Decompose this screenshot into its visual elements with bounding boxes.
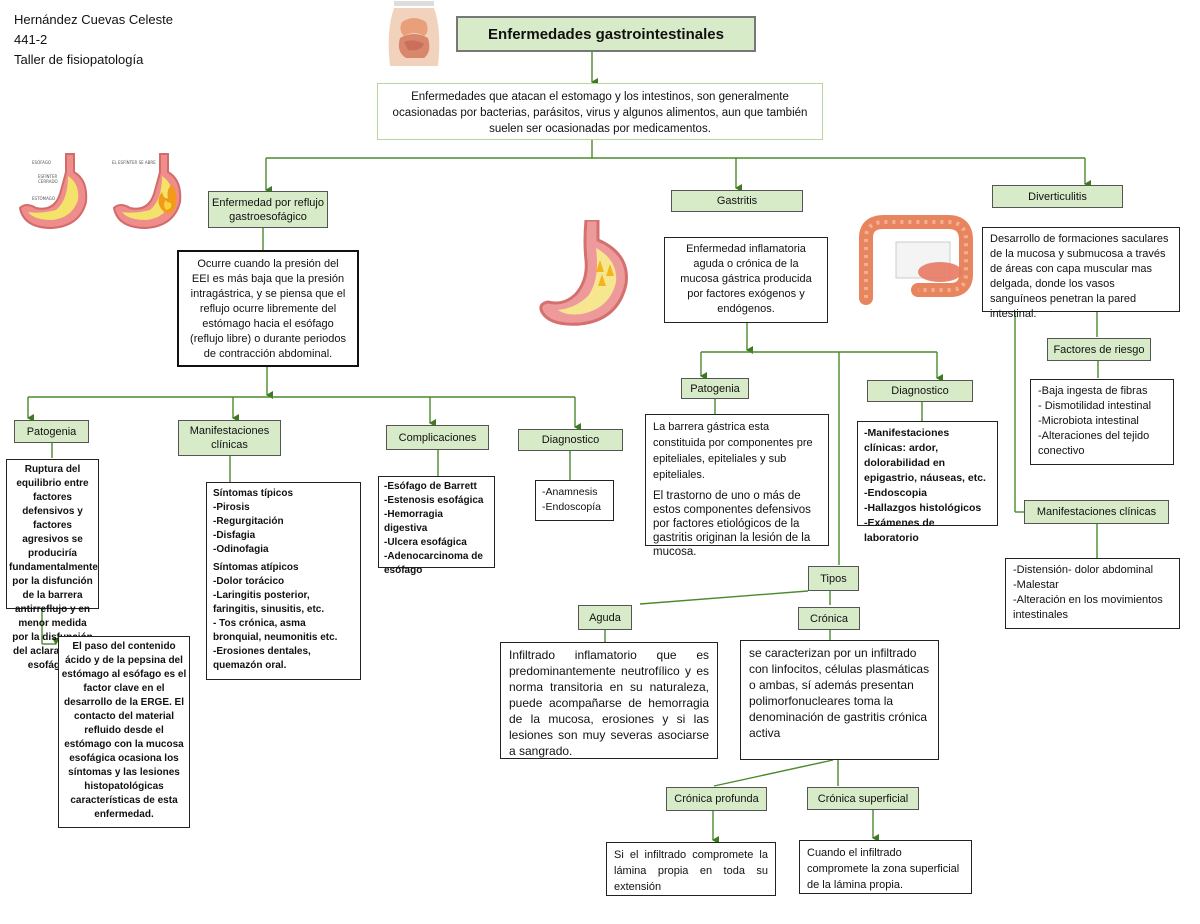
author-name: Hernández Cuevas Celeste [14, 12, 173, 27]
gastritis-definition: Enfermedad inflamatoria aguda o crónica … [664, 237, 828, 323]
reflux-stomach-fire-illustration: EL ESFÍNTER SE ABRE [112, 153, 182, 230]
author-course: Taller de fisiopatología [14, 52, 144, 67]
diverticulitis-definition: Desarrollo de formaciones saculares de l… [982, 227, 1180, 320]
colon-illustration [859, 215, 973, 305]
gastritis-diagnostico-label: Diagnostico [867, 380, 973, 402]
erge-complicaciones-text: -Esófago de Barrett -Estenosis esofágica… [378, 476, 495, 576]
author-block: Hernández Cuevas Celeste 441-2 Taller de… [14, 10, 173, 70]
cronica-superficial-label: Crónica superficial [807, 787, 919, 810]
erge-diagnostico-text: -Anamnesis -Endoscopía [535, 480, 614, 521]
erge-complicaciones-label: Complicaciones [386, 425, 489, 450]
aguda-text: Infiltrado inflamatorio que es predomina… [500, 642, 718, 759]
factores-riesgo-text: -Baja ingesta de fibras - Dismotilidad i… [1030, 379, 1174, 465]
erge-diagnostico-label: Diagnostico [518, 429, 623, 451]
cronica-profunda-text: Si el infiltrado compromete la lámina pr… [606, 842, 776, 896]
cronica-text: se caracterizan por un infiltrado con li… [740, 640, 939, 760]
erge-definition: Ocurre cuando la presión del EEI es más … [177, 250, 359, 367]
diverticulitis-manifestaciones-text: -Distensión- dolor abdominal -Malestar -… [1005, 558, 1180, 629]
erge-manifestaciones-label: Manifestaciones clínicas [178, 420, 281, 456]
erge-patogenia-label: Patogenia [14, 420, 89, 443]
author-group: 441-2 [14, 32, 48, 47]
main-title: Enfermedades gastrointestinales [456, 16, 756, 52]
torso-illustration [388, 1, 440, 66]
diverticulitis-label: Diverticulitis [992, 185, 1123, 208]
aguda-label: Aguda [578, 605, 632, 630]
svg-text:CERRADO: CERRADO [38, 179, 58, 184]
erge-patogenia-text: Ruptura del equilibrio entre factores de… [6, 459, 99, 671]
svg-text:ESTÓMAGO: ESTÓMAGO [32, 196, 55, 201]
tipos-label: Tipos [808, 566, 859, 591]
gastritis-patogenia-box: La barrera gástrica esta constituida por… [645, 414, 829, 558]
gastritis-patogenia-text: La barrera gástrica esta constituida por… [653, 421, 813, 481]
gastritis-stomach-illustration [539, 220, 628, 326]
erge-label: Enfermedad por reflujo gastroesofágico [208, 191, 328, 228]
erge-sintomas-atipicos: Síntomas atípicos -Dolor torácico -Larin… [213, 562, 338, 671]
gastritis-patogenia-detail: El trastorno de uno o más de estos compo… [653, 490, 811, 558]
gastritis-label: Gastritis [671, 190, 803, 212]
erge-sintomas-tipicos: Síntomas típicos -Pirosis -Regurgitación… [213, 488, 294, 555]
cronica-profunda-label: Crónica profunda [666, 787, 767, 811]
intro-text: Enfermedades que atacan el estomago y lo… [377, 83, 823, 140]
gastritis-diagnostico-text: -Manifestaciones clínicas: ardor, dolora… [857, 421, 998, 544]
reflux-stomach-illustration: ESÓFAGO ESFÍNTER CERRADO ESTÓMAGO [18, 153, 88, 230]
cronica-label: Crónica [798, 607, 860, 630]
erge-manifestaciones-box: Síntomas típicos -Pirosis -Regurgitación… [206, 482, 361, 680]
diverticulitis-manifestaciones-label: Manifestaciones clínicas [1024, 500, 1169, 524]
cronica-superficial-text: Cuando el infiltrado compromete la zona … [799, 840, 972, 894]
svg-text:EL ESFÍNTER SE ABRE: EL ESFÍNTER SE ABRE [112, 160, 156, 165]
svg-text:ESFÍNTER: ESFÍNTER [38, 174, 58, 179]
erge-patogenia-detail: El paso del contenido ácido y de la peps… [58, 636, 190, 828]
gastritis-patogenia-label: Patogenia [681, 378, 749, 399]
factores-riesgo-label: Factores de riesgo [1047, 338, 1151, 361]
svg-text:ESÓFAGO: ESÓFAGO [32, 160, 51, 165]
